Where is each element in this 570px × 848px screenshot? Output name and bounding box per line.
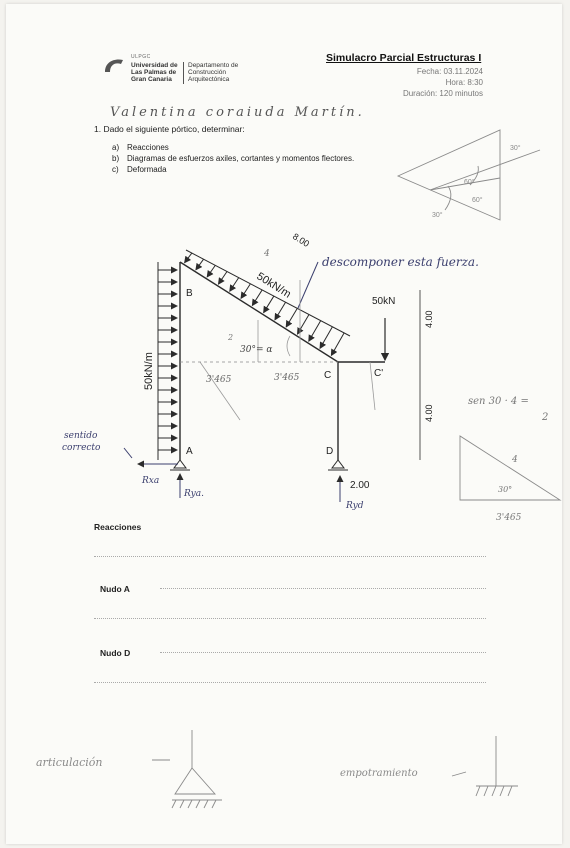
question-item: a)Reacciones <box>112 143 169 152</box>
annotation-angle: 30°= α <box>240 345 272 355</box>
hatch-icon <box>475 785 513 797</box>
annotation-sen-result: 2 <box>541 412 548 423</box>
point-load-label: 50kN <box>372 296 395 307</box>
section-nudo-a: Nudo A <box>100 584 130 594</box>
annotation-rxa: Rxa <box>141 476 159 486</box>
load-arrow <box>206 265 216 278</box>
node-c-prime-label: C' <box>374 368 383 379</box>
triangle-base-label: 3'465 <box>496 513 522 523</box>
answer-line <box>160 652 486 653</box>
load-arrow <box>195 258 204 271</box>
answer-line <box>160 588 486 589</box>
node-a-label: A <box>186 446 193 457</box>
exam-duration: Duración: 120 minutos <box>402 89 483 98</box>
annotation-num2: 2 <box>227 333 233 342</box>
question-items: a)Reacciones b)Diagramas de esfuerzos ax… <box>112 142 354 175</box>
inclined-distributed-load <box>184 249 351 357</box>
load-arrow <box>330 332 345 357</box>
sketch-label: 30° <box>432 211 443 219</box>
load-arrow <box>319 326 333 350</box>
answer-line <box>94 618 486 619</box>
sketch-label: 30° <box>510 144 521 152</box>
university-name: Universidad de Las Palmas de Gran Canari… <box>131 62 178 84</box>
load-arrow <box>251 289 263 307</box>
label-empotramiento: empotramiento <box>340 768 418 779</box>
triangle-hyp-label: 4 <box>511 455 518 465</box>
frame <box>179 261 385 460</box>
question-item: b)Diagramas de esfuerzos axiles, cortant… <box>112 154 355 163</box>
load-arrow <box>274 301 286 321</box>
dimension-8: 8.00 <box>291 231 311 249</box>
annotation-dist-b: 3'465 <box>274 373 300 383</box>
load-arrow <box>285 308 298 328</box>
logo-divider <box>183 62 184 84</box>
node-d-label: D <box>326 446 333 457</box>
student-name: Valentina coraiuda Martín. <box>110 105 365 120</box>
exam-date: Fecha: 03.11.2024 <box>416 67 483 76</box>
sketch-line <box>429 149 541 191</box>
vertical-load-label: 50kN/m <box>143 352 155 390</box>
question-item: c)Deformada <box>112 165 167 174</box>
answer-line <box>94 682 486 683</box>
annotation-ryd: Ryd <box>345 501 364 511</box>
pencil-marks <box>199 280 376 421</box>
pen-annotations <box>123 261 344 502</box>
beam-b-c <box>179 261 339 363</box>
section-reacciones: Reacciones <box>94 522 142 532</box>
angle-sketch <box>396 129 541 221</box>
sketch-label: 60° <box>464 178 475 186</box>
annotation-sen: sen 30 · 4 = <box>468 396 529 407</box>
load-arrow <box>184 252 193 264</box>
dimension-2: 2.00 <box>350 480 370 491</box>
sketch-line <box>429 177 501 191</box>
sketch-arc <box>469 165 479 186</box>
pen-arrow <box>297 261 319 309</box>
annotation-rya: Rya. <box>183 489 204 499</box>
load-arrow <box>240 283 251 300</box>
annotation-dist-a: 3'465 <box>206 375 232 385</box>
load-arrow <box>263 295 275 314</box>
annotation-correcto: correcto <box>62 443 101 453</box>
dimension-4-bottom: 4.00 <box>424 404 434 422</box>
sketch-label: 60° <box>472 196 483 204</box>
load-arrow <box>217 271 228 285</box>
annotation-num4: 4 <box>263 249 270 259</box>
sketch-triangle <box>396 129 501 221</box>
load-arrow <box>296 314 310 335</box>
exam-meta: Fecha: 03.11.2024 Hora: 8:30 Duración: 1… <box>343 66 483 99</box>
bottom-sketches: articulación empotramiento <box>36 730 518 809</box>
annotation-descomponer: descomponer esta fuerza. <box>322 255 479 269</box>
pin-support-d-icon <box>328 459 348 471</box>
articulation-support-icon <box>174 767 216 795</box>
pencil-triangle <box>459 435 562 501</box>
node-c-label: C <box>324 370 331 381</box>
pin-support-a-icon <box>170 459 190 471</box>
exam-time: Hora: 8:30 <box>445 78 483 87</box>
pen-arrow <box>123 447 133 459</box>
load-arrow <box>229 277 240 292</box>
dimension-4-top: 4.00 <box>424 310 434 328</box>
annotation-sentido: sentido <box>64 431 98 441</box>
answer-line <box>94 556 486 557</box>
exam-title: Simulacro Parcial Estructuras I <box>326 52 482 64</box>
department-name: Departamento de Construcción Arquitectón… <box>188 62 239 84</box>
pencil-arrow <box>451 771 467 777</box>
vertical-distributed-load <box>157 262 178 460</box>
load-upper-line <box>185 249 351 337</box>
section-nudo-d: Nudo D <box>100 648 131 658</box>
ulpgc-logo-icon <box>105 59 123 72</box>
load-arrow <box>308 320 322 343</box>
triangle-angle-label: 30° <box>498 485 512 494</box>
logo-acronym: ULPGC <box>131 54 151 60</box>
question-text: 1. Dado el siguiente pórtico, determinar… <box>94 124 245 134</box>
node-b-label: B <box>186 288 193 299</box>
label-articulacion: articulación <box>36 756 102 769</box>
sketch-arc <box>444 185 452 211</box>
hatch-icon <box>171 799 217 809</box>
